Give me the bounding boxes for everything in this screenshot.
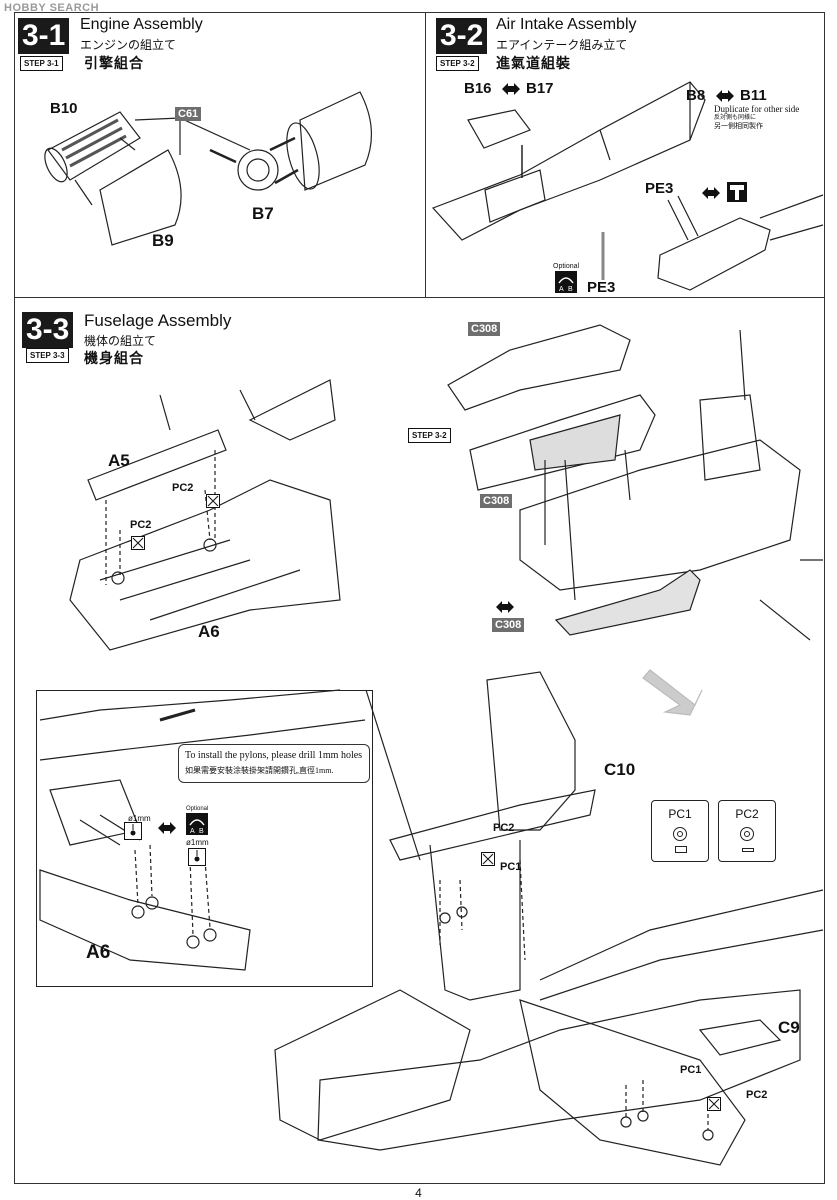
optional-icon: A B (186, 813, 208, 835)
drill-size-2: ø1mm (186, 838, 209, 847)
pylon-drill-callout: To install the pylons, please drill 1mm … (178, 744, 370, 783)
step-3-3-title-en: Fuselage Assembly (84, 311, 232, 330)
flow-arrow (642, 669, 703, 716)
paint-icon (727, 182, 747, 202)
svg-text:B: B (568, 286, 573, 293)
page-frame (14, 12, 825, 1184)
page-number: 4 (415, 1186, 422, 1200)
step-3-1-number: 3-1 (18, 18, 70, 54)
part-label-pe3-top: PE3 (645, 180, 674, 197)
step-3-3-title-cn: 機身組合 (84, 350, 144, 366)
svg-text:A: A (559, 286, 564, 293)
part-label-c61: C61 (175, 107, 202, 121)
column-divider (425, 12, 426, 297)
step-3-1-title-cn: 引擎組合 (84, 55, 144, 71)
part-label-pe3-bottom: PE3 (587, 279, 616, 296)
legend-pc1: PC1 (651, 800, 709, 862)
drill-size-1: ø1mm (128, 814, 151, 823)
legend-pc1-name: PC1 (668, 807, 692, 821)
inset-art (39, 689, 421, 971)
step-3-2-title-en: Air Intake Assembly (496, 16, 637, 33)
hole-icon (206, 494, 220, 508)
step-3-2-number: 3-2 (436, 18, 488, 54)
step-3-1-title-jp: エンジンの組立て (80, 38, 177, 52)
hole-icon (481, 852, 495, 866)
inset-part-label-a6: A6 (86, 942, 111, 963)
step-3-3-number: 3-3 (22, 312, 74, 348)
pc1-part-icon (675, 846, 687, 853)
part-label-c308-a: C308 (468, 322, 501, 336)
step-3-3-tag: STEP 3-3 (26, 348, 69, 363)
part-label-c308-b: C308 (480, 494, 513, 508)
part-label-b17: B17 (526, 80, 554, 97)
cement-icon (158, 822, 176, 834)
drill-icon (188, 848, 206, 866)
cement-icon (716, 90, 734, 102)
legend-pc2-name: PC2 (735, 807, 759, 821)
pylon-inset (36, 690, 373, 987)
callout-text-en: To install the pylons, please drill 1mm … (185, 750, 363, 761)
part-label-c10: C10 (604, 760, 636, 779)
pc1-target-icon (673, 827, 687, 841)
hole-icon (707, 1097, 721, 1111)
step-3-3-title-jp: 機体の組立て (84, 334, 157, 348)
pc2-part-icon (742, 848, 754, 852)
cement-icon (502, 83, 520, 95)
step-3-2-title-cn: 進氣道組裝 (496, 55, 571, 71)
part-label-b10: B10 (50, 100, 78, 117)
part-label-b16: B16 (464, 80, 492, 97)
part-label-c308-c: C308 (492, 618, 525, 632)
section-divider (14, 297, 825, 298)
pc2-target-icon (740, 827, 754, 841)
b11-note-en: Duplicate for other side (714, 104, 800, 114)
drill-icon (124, 822, 142, 840)
intake-assembly-art (431, 81, 824, 291)
part-label-b7: B7 (252, 204, 274, 223)
fuselage-left-art (69, 379, 341, 651)
fuselage-right-lower-art (274, 671, 824, 1166)
b11-note-jp: 反対側も同様に (714, 115, 757, 121)
step-3-1-title-en: Engine Assembly (80, 16, 203, 33)
part-label-pc2-d: PC2 (746, 1089, 768, 1101)
cement-icon (496, 601, 514, 613)
svg-text:B: B (199, 828, 204, 835)
part-label-pc1-b: PC1 (680, 1064, 702, 1076)
step-3-1-tag: STEP 3-1 (20, 56, 63, 71)
fuselage-right-upper-art (447, 324, 823, 641)
part-label-pc2-c: PC2 (493, 822, 515, 834)
callout-text-cn: 如果需要安裝涂裝掛架請開鑽孔,直徑1mm. (185, 766, 334, 775)
part-label-b9: B9 (152, 231, 174, 250)
hole-icon (131, 536, 145, 550)
part-label-pc1-a: PC1 (500, 861, 522, 873)
svg-text:A: A (190, 828, 195, 835)
step-3-2-reference: STEP 3-2 (408, 428, 451, 443)
part-label-c9: C9 (778, 1018, 800, 1037)
cement-icon (702, 187, 720, 199)
legend-pc2: PC2 (718, 800, 776, 862)
part-label-a5: A5 (108, 451, 130, 470)
watermark: HOBBY SEARCH (4, 2, 100, 14)
optional-label: Optional (553, 263, 580, 270)
optional-icon: A B (555, 271, 577, 293)
optional-label-2: Optional (186, 806, 209, 812)
part-label-b8: B8 (686, 87, 706, 104)
part-label-pc2-b: PC2 (130, 519, 152, 531)
step-3-2-tag: STEP 3-2 (436, 56, 479, 71)
step-3-2-title-jp: エアインテーク組み立て (496, 38, 628, 52)
part-label-a6: A6 (198, 622, 220, 641)
part-label-pc2-a: PC2 (172, 482, 194, 494)
engine-assembly-art (44, 91, 373, 246)
part-label-b11: B11 (740, 87, 767, 104)
b11-note-cn: 另一側相同製作 (714, 123, 763, 130)
